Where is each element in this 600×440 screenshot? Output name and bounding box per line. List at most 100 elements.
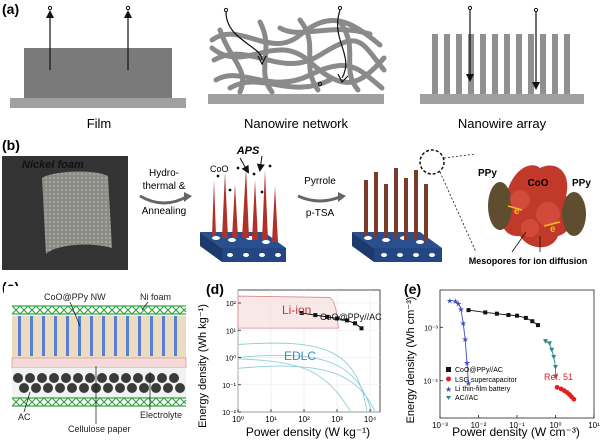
panel-e-xlabel: Power density (W cm⁻³) xyxy=(452,425,580,439)
array-substrate xyxy=(420,94,584,104)
data-point-coo-ppy xyxy=(359,326,364,331)
ion-dot xyxy=(533,7,539,13)
array-wires xyxy=(432,34,570,94)
nickel-foam-label: Nickel foam xyxy=(22,159,84,171)
data-point-li-thin: ★ xyxy=(465,379,472,388)
panel-b-letter: (b) xyxy=(2,137,20,153)
step1-text-1: Hydro- xyxy=(149,168,179,179)
tick-label-y: 10⁻³ xyxy=(424,325,438,332)
panel-e-ref-label: Ref. 51 xyxy=(544,372,573,382)
step2-arrow xyxy=(297,194,343,203)
panel-d-series xyxy=(299,310,364,331)
tick-label-x: 10² xyxy=(298,415,310,424)
tick-label-y: 10⁻¹ xyxy=(222,383,236,390)
tick-label-x: 10³ xyxy=(331,415,343,424)
ni-foam-top xyxy=(11,305,187,315)
foam-side xyxy=(200,232,222,262)
data-point-lsg xyxy=(554,384,560,390)
tick-label-x: 10⁻³ xyxy=(432,421,448,430)
zoom-circle xyxy=(419,149,445,175)
coo-subparticle xyxy=(510,190,530,210)
ion-dot xyxy=(223,7,229,13)
step2-arrowhead xyxy=(338,192,346,202)
film-layer xyxy=(24,48,172,98)
label-coo-ppy-nw: CoO@PPy NW xyxy=(44,292,106,302)
network-arrowhead-left xyxy=(257,55,267,66)
data-point-coo-ppy xyxy=(530,319,535,324)
data-point-li-thin: ★ xyxy=(452,297,459,306)
data-point-coo-ppy xyxy=(506,313,511,318)
data-point-coo-ppy xyxy=(335,316,340,321)
ppy-region xyxy=(12,316,186,358)
ion-dot xyxy=(47,5,53,11)
panel-d-curves xyxy=(237,295,376,412)
data-point-acac xyxy=(549,347,555,353)
data-point-coo-ppy xyxy=(353,321,358,326)
zoom-ppy-right: PPy xyxy=(572,178,591,189)
coo-subparticle xyxy=(536,202,560,226)
step1-text-3: Annealing xyxy=(142,206,186,217)
data-point-acac xyxy=(547,341,553,346)
network-path-right xyxy=(337,9,347,79)
panel-d-ylabel: Energy density (Wh kg⁻¹) xyxy=(197,304,209,428)
tick-label-x: 10⁻¹ xyxy=(509,421,525,430)
ion-dot xyxy=(467,5,473,11)
pointer-ac xyxy=(23,391,31,413)
tick-label-y: 10² xyxy=(226,301,237,308)
tick-label-x: 10¹ xyxy=(265,415,277,424)
data-point-li-thin: ★ xyxy=(457,305,464,314)
data-point-coo-ppy xyxy=(325,314,330,319)
tick-label-x: 10⁻² xyxy=(471,421,487,430)
coo-wires xyxy=(212,168,278,242)
data-point-acac xyxy=(551,354,557,360)
aps-arrow xyxy=(256,155,265,172)
electron-symbol: e xyxy=(514,206,520,217)
panel-b: (b) Nickel foam Hydro- thermal & Anneali… xyxy=(2,137,591,270)
tick-label-x: 10⁰ xyxy=(232,415,244,424)
mesopore-pointer xyxy=(511,231,527,253)
panel-e-series: ★★★★★★★★ xyxy=(446,296,577,402)
step2-text-2: p-TSA xyxy=(306,208,335,219)
legend-marker-circle xyxy=(446,376,451,382)
panel-d-liion-label: Li-ion xyxy=(282,303,311,317)
coo-particle xyxy=(500,165,575,248)
pointer-ni xyxy=(141,301,149,311)
panel-c: (c) xyxy=(2,279,192,436)
aps-arrow xyxy=(239,157,249,174)
panel-a-letter: (a) xyxy=(2,1,19,17)
coo-ppy-foam xyxy=(352,149,477,262)
data-point-li-thin: ★ xyxy=(446,296,453,305)
data-point-coo-ppy xyxy=(483,310,488,315)
ppy-coating-left xyxy=(488,182,512,230)
panel-d: (d) Energy density (Wh kg⁻¹) Power densi… xyxy=(197,281,382,439)
tick-label-y: 10⁻² xyxy=(222,410,236,417)
panel-d-series-label: CoO@PPy//AC xyxy=(320,312,382,322)
data-point-li-thin: ★ xyxy=(463,358,470,367)
coo-ppy-wires xyxy=(364,168,428,242)
zoom-ppy-left: PPy xyxy=(478,168,497,179)
panel-a: (a) xyxy=(2,1,584,131)
panel-d-edlc-label: EDLC xyxy=(284,349,316,363)
film-arrowhead-right xyxy=(124,10,132,18)
film-arrowhead-left xyxy=(46,10,54,18)
label-film: Film xyxy=(87,116,112,131)
foam-front xyxy=(374,248,442,262)
foam-front xyxy=(222,248,286,262)
tick-label-x: 10⁰ xyxy=(549,421,561,430)
legend-marker-star: ★ xyxy=(445,385,452,394)
mesopore-label: Mesopores for ion diffusion xyxy=(469,256,588,266)
tick-label-y: 10⁻⁴ xyxy=(424,379,439,386)
network-substrate xyxy=(208,94,384,104)
data-point-li-thin: ★ xyxy=(462,335,469,344)
data-point-acac xyxy=(553,365,558,370)
panel-d-letter: (d) xyxy=(206,281,224,297)
network-arrowhead-right xyxy=(337,73,349,84)
step1-text-2: thermal & xyxy=(143,181,186,192)
zoom-line xyxy=(443,153,477,159)
panel-d-xlabel: Power density (W kg⁻¹) xyxy=(246,425,370,439)
ppy-coating-right xyxy=(562,192,586,236)
ion-dot xyxy=(317,81,323,87)
liion-region xyxy=(237,295,339,329)
